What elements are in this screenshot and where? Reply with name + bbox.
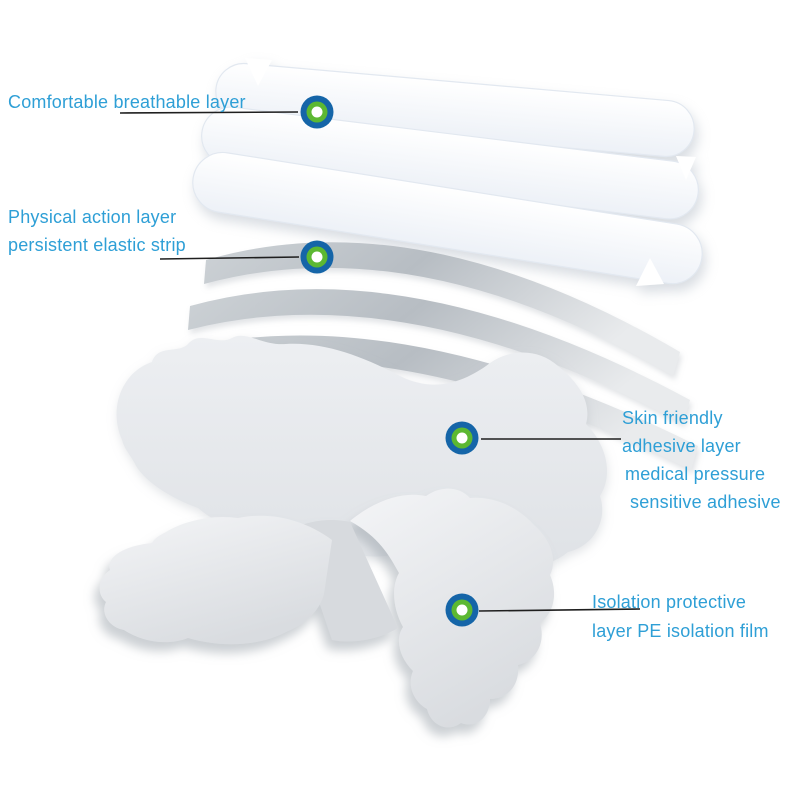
elastic-strip-2 [188, 289, 690, 424]
label-line: layer PE isolation film [592, 621, 769, 641]
marker-breathable [300, 95, 334, 129]
marker-isolation [445, 593, 479, 627]
label-line: sensitive adhesive [630, 492, 781, 512]
leader-line-isolation [478, 608, 641, 612]
leader-line-breathable [119, 111, 299, 114]
strip-notch [636, 258, 664, 286]
isolation-film-shape [99, 488, 555, 728]
label-adhesive-layer: Skin friendly adhesive layer medical pre… [622, 404, 781, 516]
isolation-film-left-wing [99, 515, 332, 645]
label-line: Skin friendly [622, 408, 723, 428]
label-line: persistent elastic strip [8, 235, 186, 255]
marker-center [311, 251, 323, 263]
elastic-strip-1 [204, 242, 680, 376]
marker-center [456, 432, 468, 444]
leader-line-elastic [159, 256, 300, 260]
strip-notch [245, 58, 272, 86]
marker-center [456, 604, 468, 616]
breathable-strip-3 [192, 151, 703, 285]
leader-lines [119, 111, 641, 612]
label-line: medical pressure [625, 464, 766, 484]
label-line: Physical action layer [8, 207, 177, 227]
breathable-layer-shape [192, 58, 703, 286]
callout-markers [300, 95, 479, 627]
label-breathable-layer: Comfortable breathable layer [8, 88, 246, 116]
label-line: Isolation protective [592, 592, 747, 612]
marker-elastic [300, 240, 334, 274]
label-line: adhesive layer [622, 436, 741, 456]
label-elastic-layer: Physical action layer persistent elastic… [8, 203, 186, 259]
marker-adhesive [445, 421, 479, 455]
label-isolation-layer: Isolation protective layer PE isolation … [592, 588, 769, 646]
strip-notch [676, 156, 696, 180]
marker-center [311, 106, 323, 118]
label-line: Comfortable breathable layer [8, 92, 246, 112]
